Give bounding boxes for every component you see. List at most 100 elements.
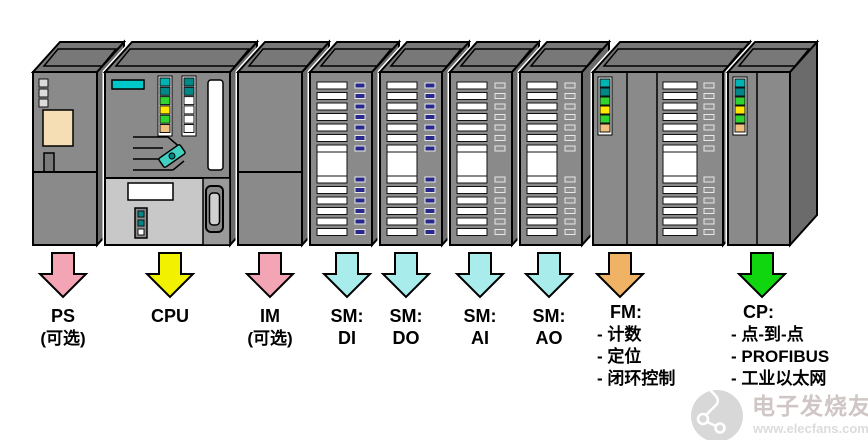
- label-stripe: [526, 123, 558, 132]
- label-stripe: [386, 175, 418, 184]
- label-stripe: [526, 207, 558, 215]
- label-stripe: [662, 81, 698, 90]
- channel-label-block: [386, 151, 418, 177]
- arrow-ps: [37, 252, 89, 299]
- label-stripe: [316, 144, 348, 153]
- led-indicator: [424, 187, 436, 193]
- led-indicator: [354, 187, 366, 193]
- module-cpu: [102, 39, 260, 248]
- label-stripe: [526, 175, 558, 184]
- label-stripe: [526, 92, 558, 100]
- led-indicator: [564, 229, 576, 235]
- label-stripe: [526, 217, 558, 226]
- module-top-inset: [114, 48, 251, 67]
- arrow-sm-ao: [523, 252, 575, 299]
- label-stripe: [526, 134, 558, 142]
- led-indicator: [494, 145, 506, 152]
- channel-label-stripes: [526, 175, 558, 236]
- led-indicator: [354, 197, 366, 204]
- module-top-inset: [737, 48, 811, 67]
- led-indicator: [354, 176, 366, 183]
- led-indicator: [494, 197, 506, 204]
- label-sm-ao: SM: AO: [533, 306, 566, 348]
- cpu-labeling-strip: [207, 79, 224, 171]
- label-sm-do: SM: DO: [390, 306, 423, 348]
- label-stripe: [456, 113, 488, 121]
- label-stripe: [316, 134, 348, 142]
- label-stripe: [662, 207, 698, 215]
- led-indicator: [38, 78, 49, 88]
- led-indicator: [159, 124, 171, 133]
- label-stripe: [456, 102, 488, 111]
- led-indicator: [703, 124, 715, 131]
- channel-label-block: [316, 151, 348, 177]
- module-top-inset: [529, 48, 603, 67]
- channel-status-leds: [564, 176, 576, 235]
- label-stripe: [526, 228, 558, 236]
- label-stripe: [456, 144, 488, 153]
- label-stripe: [662, 134, 698, 142]
- label-sm-ai: SM: AI: [464, 306, 497, 348]
- led-indicator: [564, 135, 576, 141]
- led-indicator: [137, 210, 145, 218]
- module-sm-ao: [517, 39, 612, 248]
- led-indicator: [494, 93, 506, 99]
- label-im: IM (可选): [247, 306, 292, 348]
- led-indicator: [424, 93, 436, 99]
- led-indicator: [354, 218, 366, 225]
- module-front-face: [32, 71, 98, 246]
- channel-status-leds: [494, 82, 506, 152]
- label-stripe: [316, 113, 348, 121]
- led-indicator: [354, 229, 366, 235]
- led-indicator: [703, 187, 715, 193]
- cp-status-leds: [734, 78, 746, 133]
- led-indicator: [424, 176, 436, 183]
- led-indicator: [703, 114, 715, 120]
- label-stripe: [456, 196, 488, 205]
- label-stripe: [662, 113, 698, 121]
- led-indicator: [424, 103, 436, 110]
- label-ps: PS (可选): [40, 306, 85, 348]
- module-note: AI: [471, 328, 489, 348]
- module-feature: - 工业以太网: [731, 368, 826, 388]
- channel-label-stripes: [456, 81, 488, 153]
- cpu-status-leds: [159, 77, 171, 133]
- led-indicator: [599, 87, 611, 97]
- fm-status-leds: [599, 78, 611, 133]
- led-indicator: [183, 124, 195, 133]
- led-indicator: [564, 145, 576, 152]
- label-stripe: [316, 81, 348, 90]
- led-indicator: [564, 114, 576, 120]
- arrow-sm-di: [321, 252, 373, 299]
- led-indicator: [703, 93, 715, 99]
- module-name: CPU: [151, 306, 189, 326]
- label-stripe: [456, 134, 488, 142]
- led-indicator: [703, 145, 715, 152]
- label-stripe: [456, 186, 488, 194]
- channel-label-block: [456, 151, 488, 177]
- led-indicator: [424, 197, 436, 204]
- module-top-inset: [459, 48, 533, 67]
- led-indicator: [494, 114, 506, 120]
- module-top-inset: [247, 48, 323, 67]
- led-indicator: [183, 96, 195, 106]
- ps-switch-slot: [43, 152, 55, 173]
- channel-status-leds: [424, 176, 436, 235]
- channel-label-stripes: [456, 175, 488, 236]
- led-indicator: [354, 135, 366, 141]
- led-indicator: [703, 208, 715, 214]
- module-front-face: [592, 71, 724, 246]
- led-indicator: [354, 103, 366, 110]
- led-indicator: [494, 187, 506, 193]
- label-stripe: [456, 92, 488, 100]
- module-note: (可选): [247, 329, 292, 348]
- arrow-sm-ai: [454, 252, 506, 299]
- led-indicator: [424, 218, 436, 225]
- led-indicator: [564, 82, 576, 89]
- led-indicator: [159, 114, 171, 124]
- led-indicator: [159, 105, 171, 115]
- cpu-mode-leds: [137, 210, 145, 236]
- channel-status-leds: [354, 82, 366, 152]
- led-indicator: [734, 96, 746, 106]
